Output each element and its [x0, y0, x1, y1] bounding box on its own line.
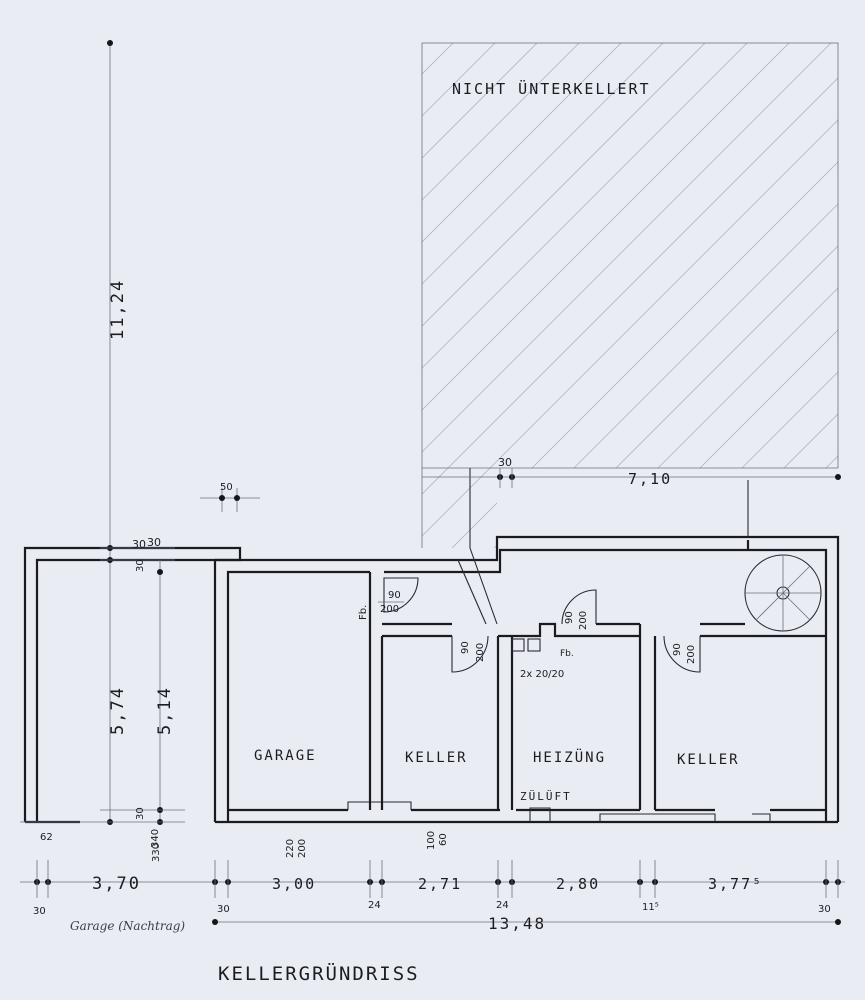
dim-330: 330	[151, 843, 162, 862]
room-label-keller-2: KELLER	[677, 752, 740, 768]
dim-wall-50: 50	[220, 482, 233, 493]
dim-garage-door-h: 200	[297, 839, 308, 858]
hatch-line	[493, 43, 838, 548]
dim-wall-30-top: 30	[132, 538, 146, 551]
hatch-line	[422, 43, 538, 548]
hatch-line	[422, 43, 580, 548]
hatch-line	[422, 43, 706, 548]
hatch-line	[422, 43, 832, 548]
hatch-line	[703, 43, 838, 548]
doors	[383, 468, 749, 673]
hatch-line	[422, 43, 664, 548]
dim-wall-24-a: 24	[368, 900, 381, 911]
dim-wall-24-b: 24	[496, 900, 509, 911]
room-label-keller-1: KELLER	[405, 750, 468, 766]
hatch-line	[619, 43, 838, 548]
drawing-title: KELLERGRÜNDRISS	[218, 962, 420, 985]
dim-seg-keller-2: 3,77⁵	[708, 875, 763, 893]
door-swing-4	[663, 635, 701, 673]
dim-seg-heizung: 2,80	[556, 875, 600, 893]
dim-seg-garage: 3,00	[272, 875, 316, 893]
dim-window-h: 60	[438, 833, 449, 846]
dim-depth-left-inner: 5,14	[155, 686, 175, 735]
door-1-height: 200	[380, 604, 399, 615]
room-label-heizung: HEIZÜNG	[533, 748, 606, 766]
labels: NICHT ÜNTERKELLERT GARAGE KELLER HEIZÜNG…	[33, 79, 831, 985]
door-2-height: 200	[475, 643, 486, 662]
duct-2	[527, 638, 541, 652]
door-swing-2	[451, 635, 489, 673]
door-swing-3	[561, 589, 597, 625]
dim-62: 62	[40, 832, 53, 843]
door-1-tag: Fb.	[358, 605, 369, 620]
dim-total-depth: 11,24	[108, 279, 128, 340]
door-swing-1	[383, 577, 419, 613]
room-label-garage: GARAGE	[254, 748, 317, 764]
hatch-line	[577, 43, 838, 548]
dim-wall-11-5: 11⁵	[642, 902, 659, 913]
dim-wall-30-c: 30	[135, 807, 146, 820]
unbasemented-area	[421, 42, 839, 548]
room-label-zuluft: ZÜLÜFT	[520, 790, 572, 803]
hatch-line	[661, 43, 838, 548]
hatch-line	[422, 43, 838, 548]
door-2-width: 90	[460, 641, 471, 654]
door-4-height: 200	[686, 645, 697, 664]
dim-wall-30-a: 30	[135, 559, 146, 572]
dim-wall-left: 30	[33, 906, 46, 917]
note-garage-addendum-1: Garage (Nachtrag)	[70, 919, 185, 933]
spiral-staircase-icon	[744, 554, 822, 632]
dim-total-width: 13,48	[488, 914, 546, 933]
hatch-line	[535, 43, 838, 548]
dim-window-w: 100	[426, 831, 437, 850]
dim-depth-left-outer: 5,74	[108, 686, 128, 735]
hatch-line	[422, 43, 748, 548]
duct-1	[511, 638, 525, 652]
hatch-pattern	[422, 43, 838, 548]
hatch-line	[422, 43, 790, 548]
dim-seg-keller-1: 2,71	[418, 875, 462, 893]
dimension-lines	[20, 40, 845, 925]
dim-wall-30-left-total: 30	[217, 904, 230, 915]
door-3-tag: Fb.	[560, 649, 574, 659]
dim-wall-30-right: 30	[818, 904, 831, 915]
dim-garage-door-w: 220	[285, 839, 296, 858]
door-1-width: 90	[388, 590, 401, 601]
dim-340: 340	[150, 829, 161, 848]
door-4-width: 90	[672, 643, 683, 656]
door-3-width: 90	[564, 611, 575, 624]
door-3-height: 200	[578, 611, 589, 630]
hatch-line	[451, 43, 838, 548]
dim-upper-wall: 30	[498, 456, 512, 469]
hatch-line	[422, 43, 838, 548]
dim-upper-width: 7,10	[628, 470, 672, 488]
hatch-line	[422, 43, 622, 548]
dim-wall-30-b: 30	[147, 536, 161, 549]
interior-walls	[368, 540, 826, 810]
hatch-line	[745, 43, 838, 548]
dim-seg-garage-addendum: 3,70	[92, 874, 141, 894]
duct-label: 2x 20/20	[520, 669, 564, 680]
note-unbasemented: NICHT ÜNTERKELLERT	[452, 79, 651, 98]
